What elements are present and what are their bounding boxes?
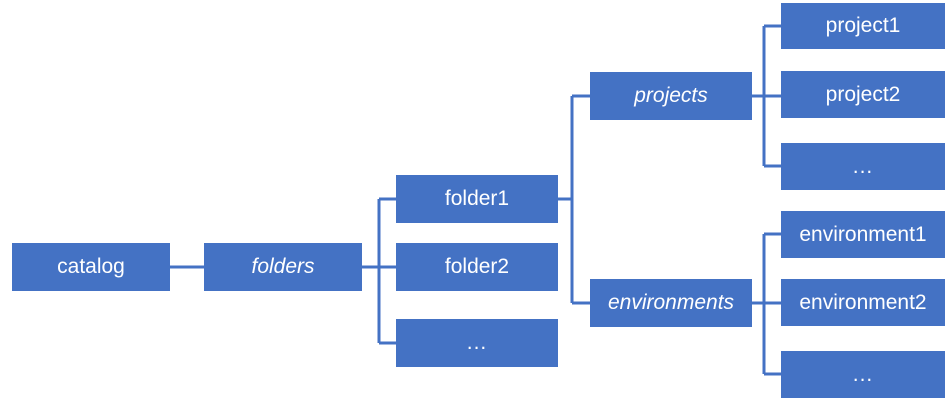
node-projects-ellipsis[interactable]: ... xyxy=(781,143,945,190)
node-folder1-label: folder1 xyxy=(444,187,510,211)
node-projects-label: projects xyxy=(634,84,708,108)
node-folders-ellipsis[interactable]: ... xyxy=(396,319,558,367)
node-environments-ellipsis[interactable]: ... xyxy=(781,351,945,398)
node-projects-ellipsis-label: ... xyxy=(852,154,874,178)
node-project1-label: project1 xyxy=(825,14,901,38)
node-folders-ellipsis-label: ... xyxy=(466,331,488,355)
node-project1[interactable]: project1 xyxy=(781,3,945,49)
node-environment1-label: environment1 xyxy=(799,222,927,246)
node-catalog[interactable]: catalog xyxy=(12,243,170,291)
node-environments[interactable]: environments xyxy=(590,279,752,327)
node-environment1[interactable]: environment1 xyxy=(781,211,945,258)
node-project2-label: project2 xyxy=(825,82,901,106)
node-environments-label: environments xyxy=(607,291,735,315)
node-folder2[interactable]: folder2 xyxy=(396,243,558,291)
node-folders-label: folders xyxy=(251,255,315,279)
node-folders[interactable]: folders xyxy=(204,243,362,291)
node-folder1[interactable]: folder1 xyxy=(396,175,558,223)
node-projects[interactable]: projects xyxy=(590,72,752,120)
node-environment2[interactable]: environment2 xyxy=(781,279,945,326)
node-catalog-label: catalog xyxy=(57,255,125,279)
node-environment2-label: environment2 xyxy=(799,290,927,314)
node-folder2-label: folder2 xyxy=(444,255,510,279)
node-project2[interactable]: project2 xyxy=(781,71,945,118)
node-environments-ellipsis-label: ... xyxy=(852,362,874,386)
